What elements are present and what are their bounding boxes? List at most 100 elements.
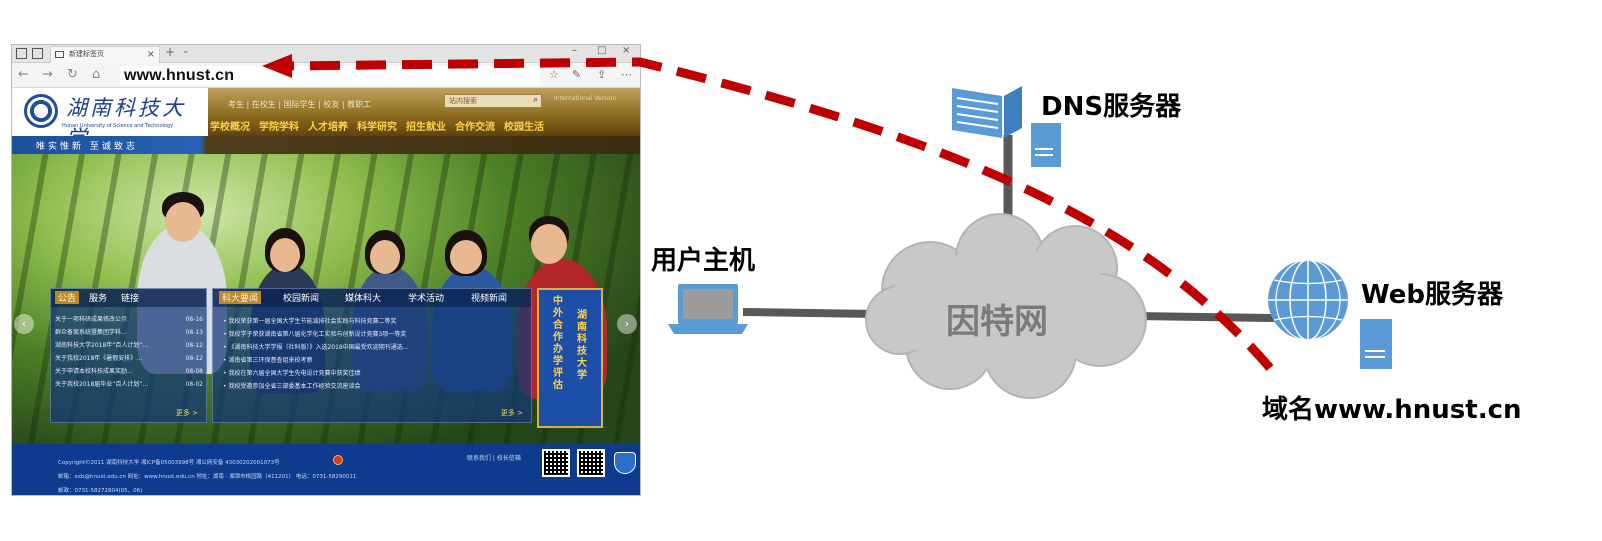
list-item[interactable]: • 我校学子荣获湖南省第八届化学化工实验与创新设计竞赛3项一等奖 bbox=[223, 331, 407, 338]
audience-links[interactable]: 考生 | 在校生 | 国际学生 | 校友 | 教职工 bbox=[228, 100, 372, 109]
carousel-prev-icon[interactable]: ‹ bbox=[14, 314, 34, 334]
main-nav: 学校概况 学院学科 人才培养 科学研究 招生就业 合作交流 校园生活 bbox=[210, 118, 544, 133]
tab-title: 新建标签页 bbox=[69, 50, 104, 58]
browser-tab[interactable]: 新建标签页 × bbox=[50, 46, 160, 63]
list-item[interactable]: • 《湖南科技大学学报（社科版）》入选2018中国最受欢迎期刊通选… bbox=[223, 344, 409, 351]
more-icon[interactable]: ⋯ bbox=[621, 68, 632, 81]
forward-icon[interactable]: → bbox=[42, 67, 53, 82]
nav-item[interactable]: 人才培养 bbox=[308, 122, 348, 133]
footer-contact: 邮箱：xxb@hnust.edu.cn 网址：www.hnust.edu.cn … bbox=[58, 474, 357, 480]
site-header: 湖南科技大学 Hunan University of Science and T… bbox=[12, 88, 640, 150]
favorite-star-icon[interactable]: ☆ bbox=[549, 68, 559, 81]
nav-item[interactable]: 合作交流 bbox=[455, 122, 495, 133]
globe-icon bbox=[1268, 259, 1392, 369]
nav-item[interactable]: 学院学科 bbox=[259, 122, 299, 133]
notice-date: 08-16 bbox=[185, 316, 203, 323]
minimize-icon[interactable]: – bbox=[572, 45, 577, 56]
page-icon bbox=[55, 51, 64, 58]
footer-copyright: Copyright©2011 湖南科技大学 湘ICP备05003998号 湘公网… bbox=[58, 460, 280, 466]
police-emblem-icon bbox=[333, 455, 343, 465]
tab-links[interactable]: 链接 bbox=[121, 294, 140, 304]
list-item[interactable]: • 我校在第六届全国大学生先电设计竞赛中获奖佳绩 bbox=[223, 370, 361, 377]
motto-strip: 唯实惟新 至诚致志 bbox=[12, 136, 640, 154]
news-text: 湖南省第三环保督查组来校考察 bbox=[228, 357, 313, 364]
chevron-down-icon[interactable]: ⌄ bbox=[182, 46, 190, 56]
close-tab-icon[interactable]: × bbox=[146, 49, 155, 60]
nav-item[interactable]: 校园生活 bbox=[504, 122, 544, 133]
news-tabs: 科大要闻 校园新闻 媒体科大 学术活动 视频新闻 bbox=[213, 289, 531, 307]
share-icon[interactable]: ⇪ bbox=[597, 68, 607, 81]
news-list: • 我校荣获第一届全国大学生节能减排社会实践与科技竞赛二等奖 • 我校学子荣获湖… bbox=[223, 315, 409, 393]
notice-text: 湖南科技大学2018年“百人计划”… bbox=[55, 342, 149, 349]
notice-more-link[interactable]: 更多 > bbox=[175, 409, 198, 417]
nav-item[interactable]: 学校概况 bbox=[210, 122, 250, 133]
browser-window: 新建标签页 × + ⌄ – □ × ← → ↻ ⌂ www.hnust.cn ☆… bbox=[11, 44, 641, 496]
banner-col1: 中外合作办学评估 bbox=[553, 296, 563, 391]
international-link[interactable]: International Version bbox=[554, 95, 617, 102]
list-item[interactable]: • 我校受邀参加全省三部委基本工作经验交流座谈会 bbox=[223, 383, 361, 390]
tab-video[interactable]: 视频新闻 bbox=[471, 294, 508, 304]
site-footer: Copyright©2011 湖南科技大学 湘ICP备05003998号 湘公网… bbox=[12, 444, 640, 495]
list-item[interactable]: 关于一项科研成果修改公示 08-16 bbox=[55, 313, 203, 326]
student-head bbox=[165, 202, 201, 242]
university-logo[interactable]: 湖南科技大学 Hunan University of Science and T… bbox=[12, 88, 208, 150]
web-server-label: Web服务器 bbox=[1361, 280, 1503, 310]
website-viewport: 湖南科技大学 Hunan University of Science and T… bbox=[12, 88, 640, 495]
list-item[interactable]: 关于我校2018年《暑假安排》…08-12 bbox=[55, 352, 203, 365]
search-icon[interactable]: ⌕ bbox=[532, 95, 538, 105]
sino-foreign-banner[interactable]: 中外合作办学评估 湖南科技大学 bbox=[537, 288, 603, 428]
domain-label: 域名www.hnust.cn bbox=[1262, 395, 1522, 425]
new-tab-icon[interactable]: + bbox=[165, 45, 176, 59]
list-item[interactable]: 关于我校2018届毕业“百人计划”…08-02 bbox=[55, 378, 203, 391]
list-item[interactable]: 群众备案系统暨集团学科…08-13 bbox=[55, 326, 203, 339]
footer-postal: 邮政：0731-58272804(05、06) bbox=[58, 488, 143, 494]
home-icon[interactable]: ⌂ bbox=[92, 67, 101, 82]
back-icon[interactable]: ← bbox=[18, 67, 29, 82]
link-internet-web bbox=[1134, 312, 1276, 322]
notice-text: 关于申请本校科技成果奖励… bbox=[55, 368, 134, 375]
site-search-input[interactable]: 站内搜索 ⌕ bbox=[444, 94, 542, 108]
notice-date: 08-12 bbox=[185, 342, 203, 349]
list-item[interactable]: 关于申请本校科技成果奖励…08-08 bbox=[55, 365, 203, 378]
list-item[interactable]: 湖南科技大学2018年“百人计划”… 08-12 bbox=[55, 339, 203, 352]
tab-campus-news[interactable]: 校园新闻 bbox=[283, 294, 320, 304]
news-text: 我校学子荣获湖南省第八届化学化工实验与创新设计竞赛3项一等奖 bbox=[228, 331, 407, 338]
security-badge-icon bbox=[614, 452, 636, 474]
footer-links[interactable]: 联系我们 | 校长信箱 bbox=[467, 455, 521, 462]
tab-service[interactable]: 服务 bbox=[89, 294, 108, 304]
notice-text: 关于一项科研成果修改公示 bbox=[55, 316, 128, 323]
nav-item[interactable]: 招生就业 bbox=[406, 122, 446, 133]
tab-notice[interactable]: 公告 bbox=[55, 291, 80, 304]
news-text: 我校荣获第一届全国大学生节能减排社会实践与科技竞赛二等奖 bbox=[228, 318, 397, 325]
student-head bbox=[370, 240, 400, 274]
university-seal-icon bbox=[24, 94, 58, 128]
notes-icon[interactable]: ✎ bbox=[572, 68, 582, 81]
student-head bbox=[450, 240, 482, 274]
news-text: 我校受邀参加全省三部委基本工作经验交流座谈会 bbox=[228, 383, 361, 390]
student-head bbox=[531, 224, 567, 264]
set-aside-tabs-icon[interactable] bbox=[32, 48, 43, 59]
banner-col2: 湖南科技大学 bbox=[577, 310, 587, 381]
nav-item[interactable]: 科学研究 bbox=[357, 122, 397, 133]
url-text: www.hnust.cn bbox=[124, 67, 235, 84]
list-item[interactable]: • 湖南省第三环保督查组来校考察 bbox=[223, 357, 313, 364]
school-motto: 唯实惟新 至诚致志 bbox=[36, 142, 138, 152]
qr-code-icon bbox=[542, 449, 570, 477]
carousel-next-icon[interactable]: › bbox=[617, 314, 637, 334]
news-more-link[interactable]: 更多 > bbox=[500, 409, 523, 417]
notice-text: 群众备案系统暨集团学科… bbox=[55, 329, 128, 336]
tab-media[interactable]: 媒体科大 bbox=[345, 294, 382, 304]
list-item[interactable]: • 我校荣获第一届全国大学生节能减排社会实践与科技竞赛二等奖 bbox=[223, 318, 397, 325]
close-window-icon[interactable]: × bbox=[622, 45, 631, 56]
tab-actions-icon[interactable] bbox=[16, 48, 27, 59]
notice-text: 关于我校2018年《暑假安排》… bbox=[55, 355, 143, 362]
refresh-icon[interactable]: ↻ bbox=[67, 67, 78, 82]
tab-academic[interactable]: 学术活动 bbox=[408, 294, 445, 304]
tab-university-news[interactable]: 科大要闻 bbox=[219, 291, 262, 304]
notice-list: 关于一项科研成果修改公示 08-16 群众备案系统暨集团学科…08-13 湖南科技… bbox=[55, 313, 203, 391]
url-field[interactable]: www.hnust.cn bbox=[120, 66, 540, 85]
maximize-icon[interactable]: □ bbox=[597, 45, 607, 56]
